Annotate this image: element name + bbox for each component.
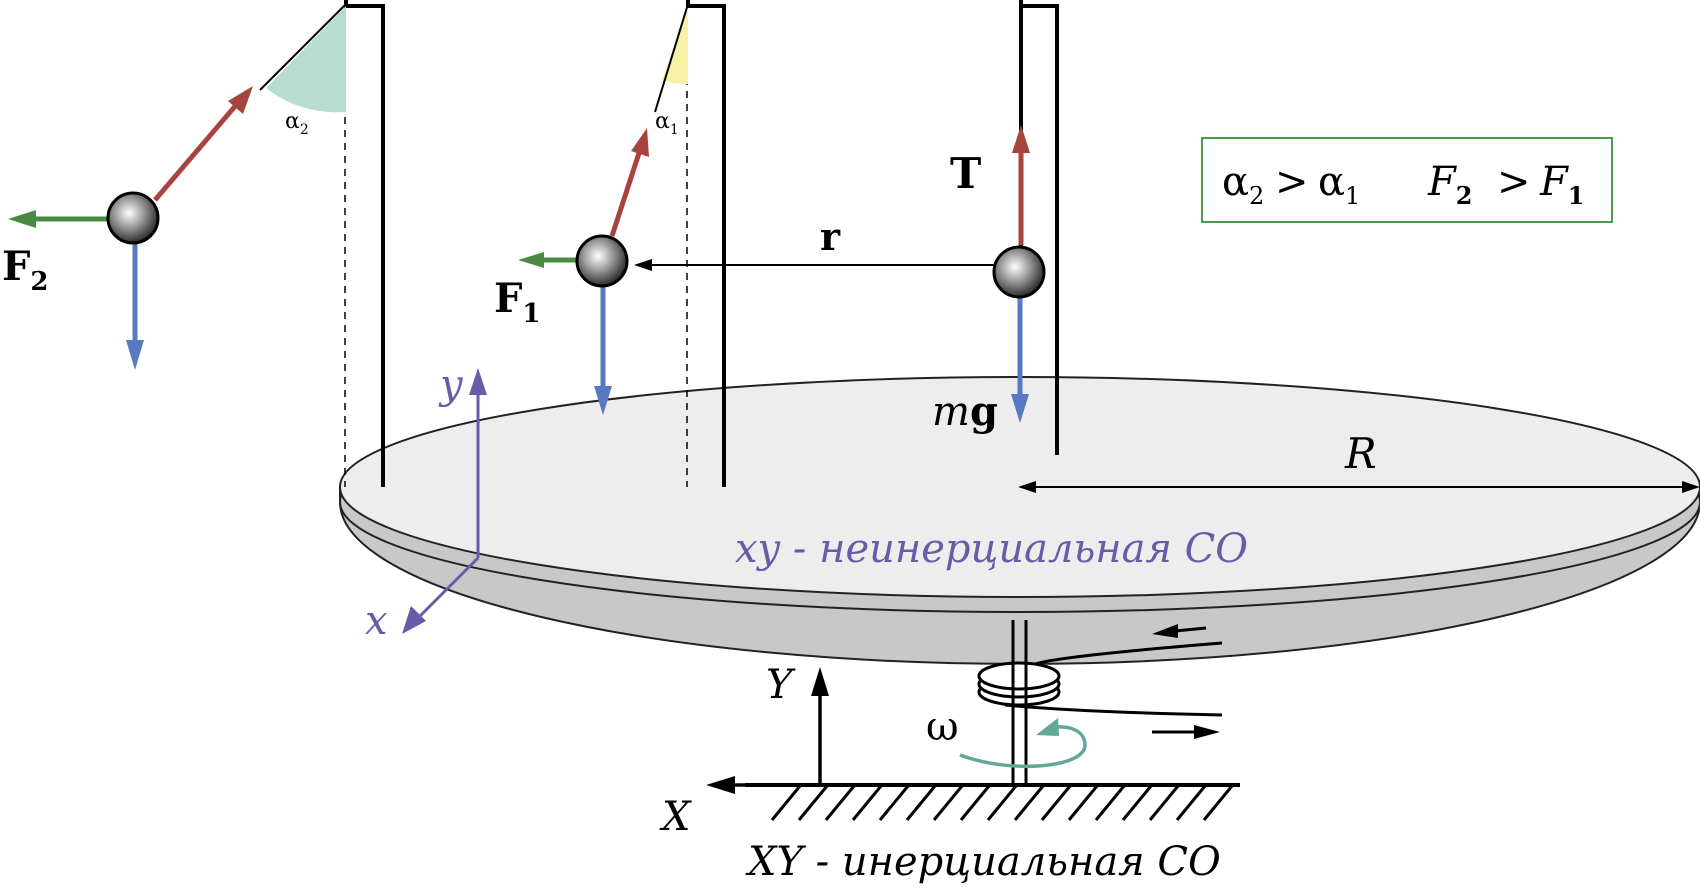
ground-hatch-line bbox=[986, 785, 1018, 821]
pull-arrow-top bbox=[1152, 624, 1207, 638]
tension-arrow-right bbox=[1012, 125, 1030, 245]
ground-hatch-line bbox=[959, 785, 991, 821]
label-alpha1: α1 bbox=[655, 109, 679, 138]
ground-hatch-line bbox=[1040, 785, 1072, 821]
ground-hatch-line bbox=[1175, 785, 1207, 821]
ball-middle bbox=[575, 234, 629, 288]
relation-box: α2 > α1 F2 > F1 bbox=[1201, 137, 1613, 223]
noninertial-axes bbox=[402, 368, 487, 634]
string-middle bbox=[654, 3, 689, 113]
ground-hatch-line bbox=[1094, 785, 1126, 821]
pulley bbox=[977, 624, 1223, 739]
label-T: T bbox=[950, 149, 981, 198]
force-arrow-F1 bbox=[518, 252, 576, 268]
label-noninertial-frame: xy - неинерциальная СО bbox=[735, 526, 1248, 572]
ball-left bbox=[106, 191, 160, 245]
pulley-string-bottom bbox=[1004, 703, 1223, 717]
angle-alpha2-sector bbox=[266, 6, 346, 113]
label-inertial-frame: XY - инерциальная СО bbox=[745, 839, 1221, 885]
ground-hatch-line bbox=[1202, 785, 1234, 821]
pull-arrow-bottom bbox=[1152, 725, 1220, 739]
ground-hatch-line bbox=[851, 785, 883, 821]
inertial-axes bbox=[706, 667, 829, 794]
ground-hatch-line bbox=[770, 785, 802, 821]
string-left bbox=[259, 3, 347, 91]
label-alpha2: α2 bbox=[285, 109, 309, 138]
ground-hatch-line bbox=[824, 785, 856, 821]
gravity-arrow-right bbox=[1011, 295, 1029, 423]
ball-right bbox=[992, 245, 1046, 299]
position-vector-r bbox=[634, 259, 995, 271]
relation-gt-1: > bbox=[1275, 159, 1309, 205]
gravity-arrow-middle bbox=[594, 285, 612, 415]
ground-hatch-line bbox=[1067, 785, 1099, 821]
ground-hatch-line bbox=[932, 785, 964, 821]
relation-F1: F1 bbox=[1539, 159, 1584, 210]
relation-alpha2: α2 bbox=[1222, 159, 1264, 210]
label-r: r bbox=[820, 214, 841, 259]
label-X: X bbox=[659, 794, 692, 840]
relation-gt-2: > bbox=[1497, 159, 1531, 205]
label-y: y bbox=[438, 362, 464, 408]
omega-arrow bbox=[959, 718, 1087, 769]
tension-arrow-left bbox=[153, 86, 253, 202]
label-R: R bbox=[1344, 429, 1377, 478]
label-Y: Y bbox=[766, 662, 796, 708]
ground-hatch-line bbox=[1121, 785, 1153, 821]
label-F1: F1 bbox=[494, 275, 541, 329]
ground bbox=[745, 783, 1240, 821]
label-omega: ω bbox=[926, 704, 959, 750]
ground-hatch-line bbox=[1013, 785, 1045, 821]
label-x: x bbox=[365, 598, 388, 644]
ground-hatch-line bbox=[1148, 785, 1180, 821]
x-axis bbox=[418, 556, 480, 618]
gravity-arrow-left bbox=[126, 240, 144, 370]
label-F2: F2 bbox=[2, 243, 49, 297]
ground-hatch-line bbox=[797, 785, 829, 821]
force-arrow-F2 bbox=[8, 210, 108, 228]
tension-arrow-middle bbox=[609, 128, 649, 237]
relation-alpha1: α1 bbox=[1318, 159, 1360, 210]
pulley-string-top bbox=[1034, 641, 1223, 666]
radius-arrow bbox=[1018, 481, 1700, 493]
relation-F2: F2 bbox=[1427, 159, 1472, 210]
ground-hatch-line bbox=[878, 785, 910, 821]
label-mg: mg bbox=[932, 388, 998, 435]
pillar-left bbox=[344, 0, 385, 487]
ground-hatch-line bbox=[905, 785, 937, 821]
